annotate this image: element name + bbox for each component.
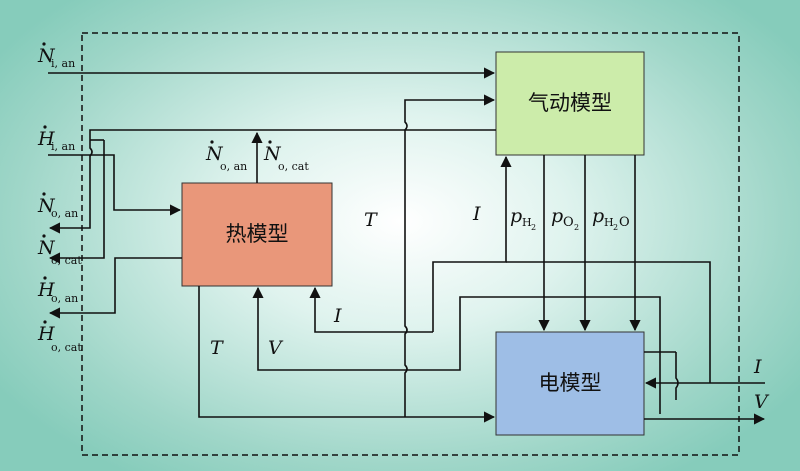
pneumatic-model-block [495, 51, 645, 156]
h-in-an-label: H i, an [37, 125, 75, 153]
t-feedback-wire [404, 94, 496, 417]
n-out-an-label: N o, an [37, 192, 78, 220]
t-to-electric-wire [198, 286, 496, 423]
n-out-cat-label: N o, cat [37, 234, 82, 267]
svg-text:o, cat: o, cat [51, 254, 82, 267]
thermal-model-label: 热模型 [226, 222, 289, 246]
n-in-an-label: N i, an [37, 42, 75, 70]
pneumatic-model-label: 气动模型 [528, 91, 612, 115]
i-label-thermal: I [333, 305, 342, 327]
n-top-cat-label: N o, cat [263, 140, 309, 173]
i-label-pneumatic: I [472, 203, 481, 225]
n-out-cat-wire [48, 140, 105, 264]
svg-text:i, an: i, an [51, 57, 75, 70]
v-return-wire [675, 352, 679, 400]
v-to-thermal-wire [252, 286, 661, 414]
svg-text:H: H [37, 128, 55, 150]
electric-model-block [495, 331, 645, 436]
svg-text:i, an: i, an [51, 140, 75, 153]
svg-text:H: H [37, 323, 55, 345]
i-to-pneumatic-wire [432, 155, 512, 332]
thermal-model-block [181, 182, 333, 287]
h-out-cat-label: H o, cat [37, 320, 82, 354]
h-out-wire [48, 257, 182, 319]
svg-text:N: N [205, 143, 224, 165]
svg-text:2: 2 [574, 223, 579, 232]
svg-text:H: H [37, 279, 55, 301]
svg-text:H: H [604, 216, 614, 229]
svg-text:2: 2 [531, 223, 536, 232]
t-label-bottom: T [210, 337, 224, 359]
svg-text:p: p [592, 205, 604, 227]
p-h2-label: p H 2 [510, 205, 536, 232]
svg-text:N: N [263, 143, 282, 165]
svg-text:o, an: o, an [51, 207, 78, 220]
h-in-an-wire [48, 154, 182, 216]
svg-text:p: p [510, 205, 522, 227]
h-out-an-label: H o, an [37, 276, 78, 305]
svg-text:o, an: o, an [220, 160, 247, 173]
svg-text:p: p [551, 205, 563, 227]
svg-text:H: H [522, 216, 532, 229]
n-out-an-wire [48, 129, 496, 234]
svg-text:2: 2 [613, 223, 618, 232]
i-bus-wire [506, 261, 711, 383]
svg-text:o, cat: o, cat [51, 341, 82, 354]
p-o2-label: p O 2 [551, 205, 579, 232]
svg-text:o, an: o, an [51, 292, 78, 305]
svg-text:N: N [37, 45, 56, 67]
t-label-center: T [364, 209, 378, 231]
svg-text:O: O [619, 215, 630, 230]
svg-text:O: O [563, 215, 574, 230]
electric-model-label: 电模型 [539, 371, 602, 395]
svg-text:N: N [37, 195, 56, 217]
i-ext-label: I [753, 356, 762, 378]
svg-text:N: N [37, 237, 56, 259]
n-top-an-label: N o, an [205, 140, 247, 173]
svg-text:o, cat: o, cat [278, 160, 309, 173]
v-ext-label: V [754, 391, 770, 413]
v-label-thermal: V [268, 337, 284, 359]
p-h2o-label: p H 2 O [592, 205, 630, 232]
i-to-thermal-wire [309, 286, 433, 333]
